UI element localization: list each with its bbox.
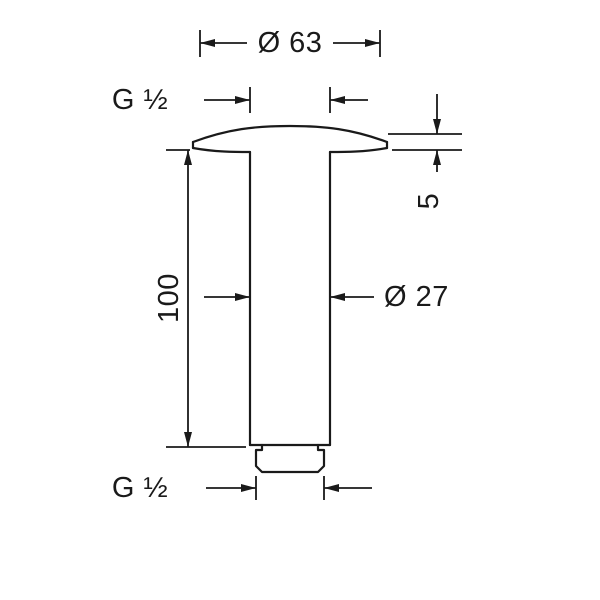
- dim-extension-line: [388, 133, 462, 151]
- dim-flange-height: 5: [388, 94, 462, 209]
- arrowhead-up: [433, 150, 441, 165]
- arrowhead-right: [324, 484, 339, 492]
- arrowhead-right: [330, 96, 345, 104]
- dim-extension-line: [166, 149, 246, 448]
- arrowhead-left: [200, 39, 215, 47]
- dim-bottom-thread: G ½: [112, 472, 372, 504]
- arrowhead-right: [330, 293, 345, 301]
- flange-bottom-left: [191, 146, 252, 154]
- label-flange-height: 5: [413, 193, 445, 210]
- dim-top-diameter: Ø 63: [199, 27, 381, 59]
- dim-pipe-length: 100: [153, 149, 246, 448]
- label-pipe-length: 100: [153, 273, 185, 323]
- arrowhead-down: [433, 119, 441, 134]
- arrowhead-right: [365, 39, 380, 47]
- label-bottom-thread: G ½: [112, 472, 168, 504]
- label-pipe-diameter: Ø 27: [384, 281, 449, 313]
- dim-extension-line: [255, 476, 325, 500]
- label-top-thread: G ½: [112, 84, 168, 116]
- arrowhead-up: [184, 150, 192, 165]
- arrowhead-left: [235, 96, 250, 104]
- dim-extension-line: [249, 87, 331, 113]
- flange-top-profile: [191, 124, 389, 144]
- arrowhead-down: [184, 432, 192, 447]
- flange-bottom-right: [328, 146, 389, 154]
- fixture-outline: [191, 124, 389, 474]
- dim-top-thread: G ½: [112, 84, 368, 116]
- arrowhead-left: [241, 484, 256, 492]
- label-top-diameter: Ø 63: [258, 27, 323, 59]
- bottom-thread-profile: [254, 443, 326, 474]
- arrowhead-left: [235, 293, 250, 301]
- dim-pipe-diameter: Ø 27: [204, 281, 449, 313]
